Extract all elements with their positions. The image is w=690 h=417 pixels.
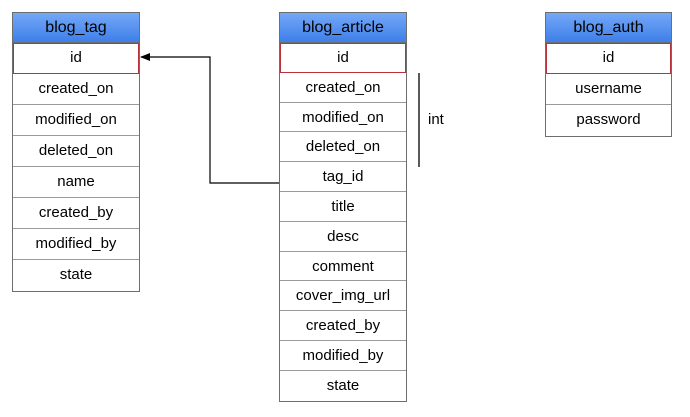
field-row: deleted_on <box>280 132 406 163</box>
field-row: created_on <box>280 73 406 103</box>
field-row: created_on <box>13 74 139 105</box>
table-blog-article: blog_article id created_on modified_on d… <box>279 12 407 402</box>
field-row: password <box>576 111 641 128</box>
table-blog-auth: blog_auth id username password <box>545 12 672 137</box>
field-row: name <box>13 167 139 198</box>
table-header: blog_auth <box>546 13 671 43</box>
field-row-primary-key: id <box>13 43 139 74</box>
field-row: modified_by <box>13 229 139 260</box>
field-row: title <box>280 192 406 222</box>
field-row: created_by <box>13 198 139 229</box>
field-row: desc <box>280 222 406 252</box>
table-blog-tag: blog_tag id created_on modified_on delet… <box>12 12 140 292</box>
field-row: state <box>326 376 360 394</box>
field-row-primary-key: id <box>546 43 671 74</box>
field-row: cover_img_url <box>280 281 406 312</box>
table-header: blog_tag <box>13 13 139 43</box>
field-row-foreign-key: tag_id <box>280 162 406 192</box>
field-row: state <box>59 266 93 283</box>
field-row: modified_by <box>280 341 406 371</box>
field-row: username <box>546 74 671 105</box>
foreign-key-connector <box>140 53 279 184</box>
table-header: blog_article <box>280 13 406 43</box>
field-row: comment <box>280 252 406 282</box>
int-type-label: int <box>428 111 444 128</box>
field-row: modified_on <box>280 103 406 133</box>
field-row: deleted_on <box>13 136 139 167</box>
field-row: modified_on <box>13 105 139 136</box>
field-row: created_by <box>280 311 406 341</box>
field-row-primary-key: id <box>280 43 406 73</box>
